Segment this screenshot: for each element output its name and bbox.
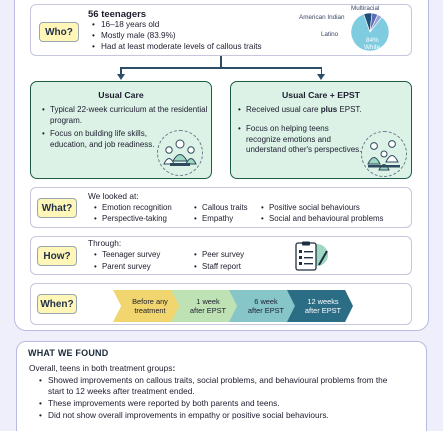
who-bullet: Mostly male (83.9%) (92, 30, 176, 41)
measure-item: Positive social behaviours (261, 203, 360, 212)
measure-item: Social and behavioural problems (261, 214, 384, 223)
pie-slice-multiracial (369, 14, 383, 33)
method-item: Teenager survey (94, 250, 160, 259)
teens-talking-icon (361, 131, 407, 177)
measure-item: Emotion recognition (94, 203, 172, 212)
how-intro: Through: (88, 238, 122, 248)
who-label: Who? (39, 22, 79, 42)
measure-item: Empathy (194, 214, 233, 223)
pie-label-latino: Latino (321, 31, 339, 38)
findings-intro: Overall, teens in both treatment groups: (29, 363, 176, 373)
what-intro: We looked at: (88, 191, 139, 201)
usual-care-bullet: Typical 22-week curriculum at the reside… (42, 105, 208, 126)
pie-label-multiracial: Multiracial (351, 5, 380, 12)
clipboard-checklist-icon (292, 241, 330, 278)
connector-line (120, 67, 122, 75)
findings-title: WHAT WE FOUND (28, 348, 109, 358)
epst-bullet: Received usual care plus EPST. (238, 105, 406, 116)
measure-item: Callous traits (194, 203, 248, 212)
usual-care-group: Usual Care Typical 22-week curriculum at… (30, 81, 212, 179)
method-item: Peer survey (194, 250, 244, 259)
arrow-down-icon (317, 74, 326, 80)
who-section: Who? 56 teenagers 16–18 years old Mostly… (30, 4, 412, 56)
connector-line (320, 67, 322, 75)
usual-care-title: Usual Care (98, 90, 144, 100)
method-item: Staff report (194, 262, 241, 271)
group-of-teens-icon (157, 130, 203, 176)
finding-item: Did not show overall improvements in emp… (39, 410, 418, 421)
arrow-down-icon (116, 74, 125, 80)
finding-item: These improvements were reported by both… (39, 398, 408, 409)
pie-label-american-indian: American Indian (299, 14, 345, 21)
how-label: How? (37, 246, 77, 266)
epst-bullet: Focus on helping teens recognize emotion… (238, 124, 364, 156)
who-title: 56 teenagers (88, 9, 147, 20)
measure-item: Perspective-taking (94, 214, 167, 223)
findings-panel: WHAT WE FOUND Overall, teens in both tre… (16, 341, 427, 431)
who-bullet: 16–18 years old (92, 19, 159, 30)
usual-care-bullet: Focus on building life skills, education… (42, 129, 158, 150)
pie-slice-white (350, 13, 390, 52)
finding-item: Showed improvements on callous traits, s… (39, 375, 388, 396)
ethnicity-pie-chart (350, 12, 390, 52)
pie-label-white-percent: 84% (366, 37, 379, 44)
epst-group: Usual Care + EPST Received usual care pl… (230, 81, 412, 179)
connector-line (220, 56, 222, 68)
what-section: What? We looked at: Emotion recognition … (30, 187, 412, 228)
method-item: Parent survey (94, 262, 151, 271)
when-label: When? (37, 294, 77, 314)
how-section: How? Through: Teenager survey Parent sur… (30, 236, 412, 275)
what-label: What? (37, 198, 77, 218)
who-bullet: Had at least moderate levels of callous … (92, 41, 262, 52)
connector-line (120, 67, 322, 69)
epst-title: Usual Care + EPST (282, 90, 360, 100)
pie-label-white: White (364, 44, 381, 51)
